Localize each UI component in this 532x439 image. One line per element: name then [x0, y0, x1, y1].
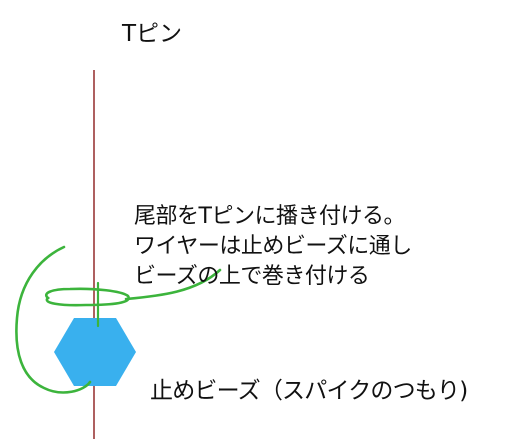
stopper-bead-label: 止めビーズ（スパイクのつもり)	[150, 378, 468, 404]
instruction-line-2: ワイヤーは止めビーズに通し	[134, 234, 412, 259]
instruction-line-1: 尾部をTピンに播き付ける。	[134, 204, 405, 229]
wire-outer-curve	[15, 245, 92, 394]
instruction-line-3: ビーズの上で巻き付ける	[134, 264, 370, 289]
t-pin-label: Tピン	[122, 21, 183, 47]
instruction-text: 尾部をTピンに播き付ける。 ワイヤーは止めビーズに通し ビーズの上で巻き付ける	[134, 202, 412, 292]
stopper-bead	[54, 318, 136, 386]
wire-wrap-loop	[45, 287, 130, 307]
wire-tail	[124, 268, 222, 301]
